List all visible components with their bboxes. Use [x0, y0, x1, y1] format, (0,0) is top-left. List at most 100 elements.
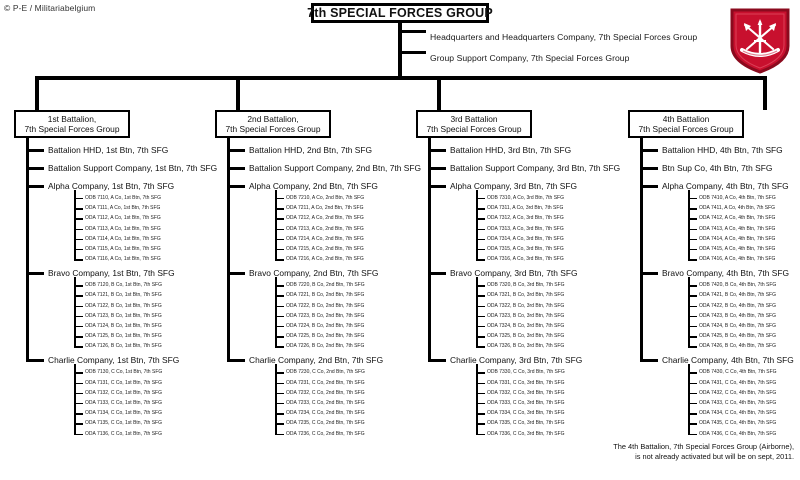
unit-label[interactable]: Battalion Support Company, 1st Btn, 7th … [48, 163, 218, 173]
unit-label[interactable]: Charlie Company, 3rd Btn, 7th SFG [450, 355, 583, 366]
oda-label[interactable]: ODB 7210, A Co, 2nd Btn, 7th SFG [286, 195, 365, 201]
oda-label[interactable]: ODB 7120, B Co, 1st Btn, 7th SFG [85, 282, 162, 289]
oda-label[interactable]: ODA 7326, B Co, 3rd Btn, 7th SFG [487, 343, 565, 350]
unit-label[interactable]: Bravo Company, 3rd Btn, 7th SFG [450, 268, 578, 279]
oda-label[interactable]: ODA 7425, B Co, 4th Btn, 7th SFG [699, 333, 776, 340]
oda-label[interactable]: ODA 7112, A Co, 1st Btn, 7th SFG [85, 215, 161, 222]
oda-label[interactable]: ODA 7424, B Co, 4th Btn, 7th SFG [699, 323, 776, 329]
oda-label[interactable]: ODA 7324, B Co, 3rd Btn, 7th SFG [487, 323, 565, 329]
oda-label[interactable]: ODA 7124, B Co, 1st Btn, 7th SFG [85, 323, 162, 329]
oda-label[interactable]: ODA 7212, A Co, 2nd Btn, 7th SFG [286, 215, 364, 222]
oda-label[interactable]: ODA 7316, A Co, 3rd Btn, 7th SFG [487, 256, 564, 263]
oda-label[interactable]: ODA 7323, B Co, 3rd Btn, 7th SFG [487, 312, 565, 319]
oda-label[interactable]: ODA 7416, A Co, 4th Btn, 7th SFG [699, 256, 776, 263]
unit-label[interactable]: Battalion Support Company, 2nd Btn, 7th … [249, 163, 422, 173]
oda-label[interactable]: ODA 7336, C Co, 3rd Btn, 7th SFG [487, 430, 565, 437]
oda-label[interactable]: ODA 7332, C Co, 3rd Btn, 7th SFG [487, 389, 565, 396]
oda-label[interactable]: ODB 7430, C Co, 4th Btn, 7th SFG [699, 369, 777, 376]
oda-label[interactable]: ODA 7122, B Co, 1st Btn, 7th SFG [85, 302, 162, 309]
unit-label[interactable]: Battalion Support Company, 3rd Btn, 7th … [450, 163, 621, 173]
oda-label[interactable]: ODA 7132, C Co, 1st Btn, 7th SFG [85, 389, 162, 396]
unit-label[interactable]: Bravo Company, 1st Btn, 7th SFG [48, 268, 175, 279]
unit-label[interactable]: Battalion HHD, 1st Btn, 7th SFG [48, 145, 169, 155]
oda-label[interactable]: ODA 7215, A Co, 2nd Btn, 7th SFG [286, 246, 364, 252]
oda-label[interactable]: ODA 7223, B Co, 2nd Btn, 7th SFG [286, 312, 365, 319]
oda-label[interactable]: ODB 7420, B Co, 4th Btn, 7th SFG [699, 282, 777, 289]
oda-label[interactable]: ODA 7413, A Co, 4th Btn, 7th SFG [699, 225, 776, 232]
oda-label[interactable]: ODA 7411, A Co, 4th Btn, 7th SFG [699, 205, 776, 212]
oda-label[interactable]: ODA 7421, B Co, 4th Btn, 7th SFG [699, 292, 776, 299]
oda-label[interactable]: ODA 7433, C Co, 4th Btn, 7th SFG [699, 400, 777, 406]
oda-label[interactable]: ODA 7335, C Co, 3rd Btn, 7th SFG [487, 420, 565, 427]
oda-label[interactable]: ODA 7121, B Co, 1st Btn, 7th SFG [85, 292, 162, 299]
oda-label[interactable]: ODA 7111, A Co, 1st Btn, 7th SFG [85, 205, 161, 212]
oda-label[interactable]: ODA 7126, B Co, 1st Btn, 7th SFG [85, 343, 162, 350]
unit-label[interactable]: Bravo Company, 4th Btn, 7th SFG [662, 268, 790, 279]
oda-label[interactable]: ODA 7321, B Co, 3rd Btn, 7th SFG [487, 292, 565, 299]
oda-label[interactable]: ODA 7432, C Co, 4th Btn, 7th SFG [699, 389, 777, 396]
oda-label[interactable]: ODB 7410, A Co, 4th Btn, 7th SFG [699, 195, 776, 201]
oda-label[interactable]: ODB 7310, A Co, 3rd Btn, 7th SFG [487, 195, 564, 201]
oda-label[interactable]: ODA 7125, B Co, 1st Btn, 7th SFG [85, 333, 162, 340]
oda-label[interactable]: ODA 7221, B Co, 2nd Btn, 7th SFG [286, 292, 365, 299]
oda-label[interactable]: ODA 7415, A Co, 4th Btn, 7th SFG [699, 246, 776, 252]
oda-label[interactable]: ODA 7135, C Co, 1st Btn, 7th SFG [85, 420, 162, 427]
unit-label[interactable]: Alpha Company, 2nd Btn, 7th SFG [249, 181, 378, 191]
oda-label[interactable]: ODA 7423, B Co, 4th Btn, 7th SFG [699, 312, 776, 319]
oda-label[interactable]: ODA 7325, B Co, 3rd Btn, 7th SFG [487, 333, 565, 340]
oda-label[interactable]: ODA 7314, A Co, 3rd Btn, 7th SFG [487, 235, 564, 242]
oda-label[interactable]: ODA 7431, C Co, 4th Btn, 7th SFG [699, 379, 777, 386]
oda-label[interactable]: ODA 7334, C Co, 3rd Btn, 7th SFG [487, 410, 565, 417]
oda-label[interactable]: ODA 7412, A Co, 4th Btn, 7th SFG [699, 215, 776, 222]
oda-label[interactable]: ODA 7115, A Co, 1st Btn, 7th SFG [85, 246, 161, 252]
oda-label[interactable]: ODA 7315, A Co, 3rd Btn, 7th SFG [487, 246, 564, 252]
unit-label[interactable]: Charlie Company, 2nd Btn, 7th SFG [249, 355, 384, 366]
oda-label[interactable]: ODA 7131, C Co, 1st Btn, 7th SFG [85, 379, 162, 386]
unit-label[interactable]: Charlie Company, 1st Btn, 7th SFG [48, 355, 180, 366]
oda-label[interactable]: ODA 7224, B Co, 2nd Btn, 7th SFG [286, 323, 365, 329]
oda-label[interactable]: ODA 7225, B Co, 2nd Btn, 7th SFG [286, 333, 365, 340]
oda-label[interactable]: ODA 7234, C Co, 2nd Btn, 7th SFG [286, 410, 365, 417]
oda-label[interactable]: ODA 7113, A Co, 1st Btn, 7th SFG [85, 225, 161, 232]
battalion-box-2[interactable]: 2nd Battalion,7th Special Forces Group [215, 110, 331, 138]
oda-label[interactable]: ODA 7211, A Co, 2nd Btn, 7th SFG [286, 205, 364, 212]
oda-label[interactable]: ODA 7235, C Co, 2nd Btn, 7th SFG [286, 420, 365, 427]
oda-label[interactable]: ODB 7130, C Co, 1st Btn, 7th SFG [85, 369, 163, 376]
oda-label[interactable]: ODA 7313, A Co, 3rd Btn, 7th SFG [487, 225, 564, 232]
unit-label[interactable]: Btn Sup Co, 4th Btn, 7th SFG [662, 163, 773, 173]
unit-label[interactable]: Alpha Company, 3rd Btn, 7th SFG [450, 181, 578, 191]
oda-label[interactable]: ODA 7331, C Co, 3rd Btn, 7th SFG [487, 379, 565, 386]
oda-label[interactable]: ODA 7233, C Co, 2nd Btn, 7th SFG [286, 400, 365, 406]
unit-label[interactable]: Charlie Company, 4th Btn, 7th SFG [662, 355, 794, 366]
oda-label[interactable]: ODA 7222, B Co, 2nd Btn, 7th SFG [286, 302, 365, 309]
unit-label[interactable]: Battalion HHD, 2nd Btn, 7th SFG [249, 145, 373, 155]
oda-label[interactable]: ODB 7110, A Co, 1st Btn, 7th SFG [85, 195, 162, 201]
oda-label[interactable]: ODB 7220, B Co, 2nd Btn, 7th SFG [286, 282, 365, 289]
oda-label[interactable]: ODA 7414, A Co, 4th Btn, 7th SFG [699, 235, 776, 242]
unit-label[interactable]: Bravo Company, 2nd Btn, 7th SFG [249, 268, 379, 279]
oda-label[interactable]: ODA 7133, C Co, 1st Btn, 7th SFG [85, 400, 162, 406]
oda-label[interactable]: ODA 7231, C Co, 2nd Btn, 7th SFG [286, 379, 365, 386]
oda-label[interactable]: ODA 7123, B Co, 1st Btn, 7th SFG [85, 312, 162, 319]
oda-label[interactable]: ODA 7311, A Co, 3rd Btn, 7th SFG [487, 205, 564, 212]
unit-label[interactable]: Alpha Company, 4th Btn, 7th SFG [662, 181, 789, 191]
unit-label[interactable]: Battalion HHD, 4th Btn, 7th SFG [662, 145, 783, 155]
oda-label[interactable]: ODA 7216, A Co, 2nd Btn, 7th SFG [286, 256, 364, 263]
oda-label[interactable]: ODA 7426, B Co, 4th Btn, 7th SFG [699, 343, 776, 350]
oda-label[interactable]: ODA 7434, C Co, 4th Btn, 7th SFG [699, 410, 777, 417]
oda-label[interactable]: ODA 7435, C Co, 4th Btn, 7th SFG [699, 420, 777, 427]
oda-label[interactable]: ODA 7214, A Co, 2nd Btn, 7th SFG [286, 235, 364, 242]
oda-label[interactable]: ODA 7236, C Co, 2nd Btn, 7th SFG [286, 430, 365, 437]
oda-label[interactable]: ODA 7114, A Co, 1st Btn, 7th SFG [85, 235, 161, 242]
oda-label[interactable]: ODA 7136, C Co, 1st Btn, 7th SFG [85, 430, 162, 437]
oda-label[interactable]: ODA 7422, B Co, 4th Btn, 7th SFG [699, 302, 776, 309]
oda-label[interactable]: ODA 7134, C Co, 1st Btn, 7th SFG [85, 410, 162, 417]
oda-label[interactable]: ODA 7312, A Co, 3rd Btn, 7th SFG [487, 215, 564, 222]
oda-label[interactable]: ODA 7226, B Co, 2nd Btn, 7th SFG [286, 343, 365, 350]
oda-label[interactable]: ODA 7333, C Co, 3rd Btn, 7th SFG [487, 400, 565, 406]
oda-label[interactable]: ODA 7213, A Co, 2nd Btn, 7th SFG [286, 225, 364, 232]
oda-label[interactable]: ODB 7320, B Co, 3rd Btn, 7th SFG [487, 282, 565, 289]
oda-label[interactable]: ODB 7330, C Co, 3rd Btn, 7th SFG [487, 369, 565, 376]
